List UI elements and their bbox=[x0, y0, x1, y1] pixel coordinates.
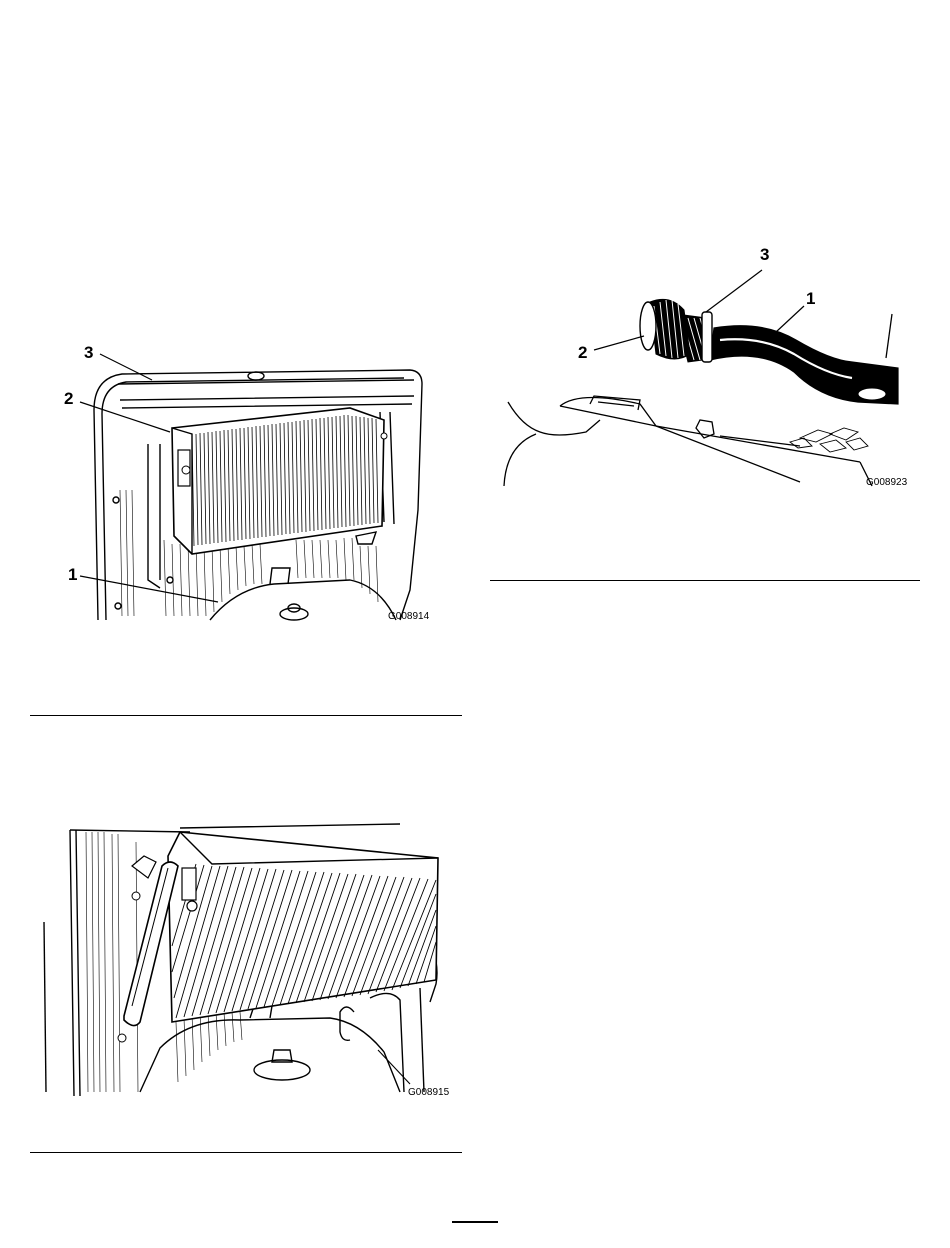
figure-3-divider bbox=[490, 580, 920, 581]
figure-3-code: G008923 bbox=[866, 478, 907, 488]
figure-1-code: G008914 bbox=[388, 612, 429, 622]
page-footer-rule bbox=[452, 1221, 498, 1223]
figure-3-illustration bbox=[500, 250, 920, 490]
figure-3-callout-3: 3 bbox=[760, 246, 769, 263]
figure-1-callout-1: 1 bbox=[68, 566, 77, 583]
figure-3-callout-1: 1 bbox=[806, 290, 815, 307]
figure-1-illustration bbox=[60, 340, 460, 630]
figure-2-code: G008915 bbox=[408, 1088, 449, 1098]
figure-3 bbox=[500, 250, 920, 490]
figure-2-illustration bbox=[40, 822, 450, 1102]
figure-1-callout-2: 2 bbox=[64, 390, 73, 407]
figure-2 bbox=[40, 822, 450, 1102]
figure-1 bbox=[60, 340, 460, 630]
figure-3-callout-2: 2 bbox=[578, 344, 587, 361]
figure-1-divider bbox=[30, 715, 462, 716]
figure-2-divider bbox=[30, 1152, 462, 1153]
figure-1-callout-3: 3 bbox=[84, 344, 93, 361]
